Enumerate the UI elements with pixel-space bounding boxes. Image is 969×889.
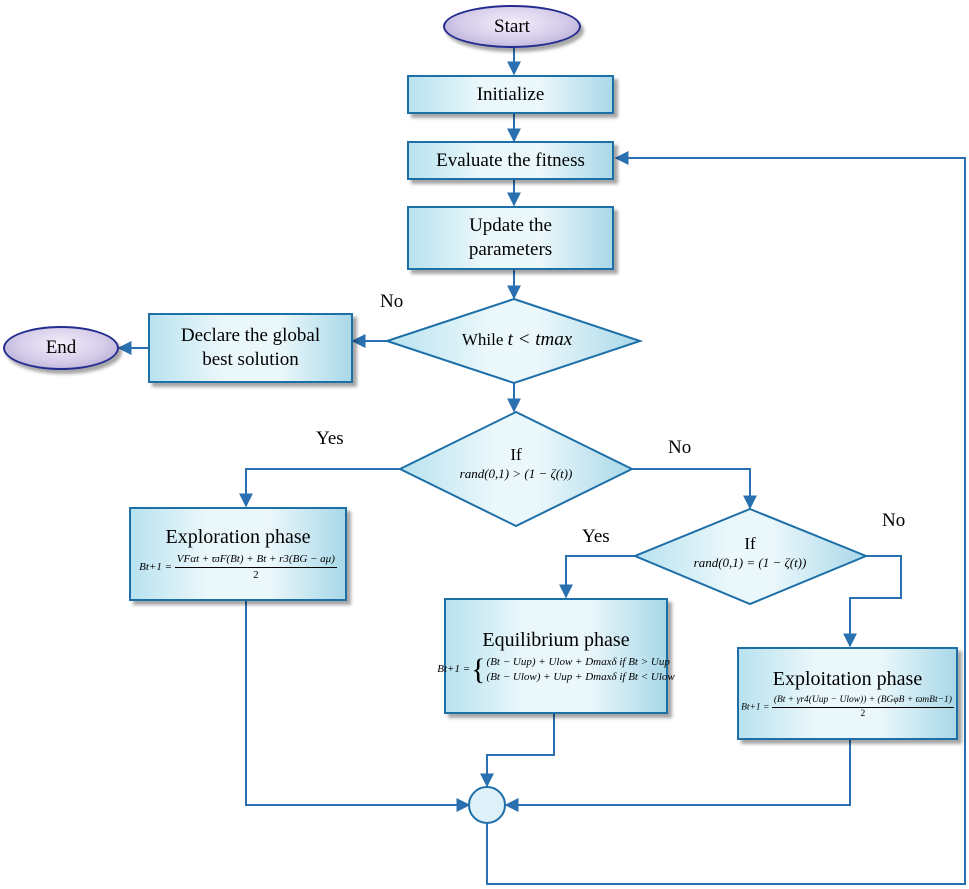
exploration-formula: Bt+1 = VFαt + ϖF(Bt) + Bt + r3(BG − aμ) …	[139, 552, 337, 583]
exploration-title: Exploration phase	[165, 526, 311, 549]
exploitation-numerator: (Bt + γr4(Uup − Ulow)) + (BGφB + ϖmBt−1)	[771, 694, 954, 708]
equilibrium-box: Equilibrium phase Bt+1 = { (Bt − Uup) + …	[437, 598, 675, 714]
arrow-if1-no-if2	[632, 468, 757, 510]
end-label: End	[45, 337, 77, 359]
if1-condition: rand(0,1) > (1 − ζ(t))	[459, 466, 573, 482]
exploration-denominator: 2	[253, 569, 259, 581]
arrow-if2-yes-equilibrium	[559, 555, 635, 599]
arrow-loop-back-evaluate	[486, 151, 966, 885]
exploration-numerator: VFαt + ϖF(Bt) + Bt + r3(BG − aμ)	[174, 552, 337, 568]
end-terminal: End	[3, 326, 119, 370]
exploration-lhs: Bt+1 =	[139, 561, 172, 574]
update-label-line1: Update the	[469, 215, 552, 237]
if2-word: If	[744, 534, 756, 553]
label-no-if2: No	[882, 510, 906, 531]
update-box: Update the parameters	[407, 206, 614, 270]
while-word: While	[461, 330, 504, 349]
label-no-while: No	[380, 291, 404, 312]
merge-connector	[468, 786, 506, 824]
if2-condition: rand(0,1) = (1 − ζ(t))	[693, 555, 807, 571]
equilibrium-formula: Bt+1 = { (Bt − Uup) + Ulow + Dmaxδ if Bt…	[437, 652, 675, 686]
exploitation-lhs: Bt+1 =	[741, 702, 770, 713]
exploitation-denominator: 2	[860, 708, 866, 719]
equilibrium-cases: (Bt − Uup) + Ulow + Dmaxδ if Bt > Uup (B…	[487, 655, 675, 685]
label-yes-if2: Yes	[582, 526, 610, 547]
equilibrium-brace: {	[471, 652, 486, 686]
exploration-fraction: VFαt + ϖF(Bt) + Bt + r3(BG − aμ) 2	[174, 552, 337, 583]
equilibrium-title: Equilibrium phase	[482, 628, 630, 651]
arrow-if2-no-exploitation	[843, 555, 902, 648]
arrow-exploitation-merge	[504, 740, 851, 812]
if1-word: If	[510, 445, 522, 464]
arrow-equilibrium-merge	[480, 714, 555, 788]
equilibrium-case-1: (Bt − Uup) + Ulow + Dmaxδ if Bt > Uup	[486, 655, 670, 668]
while-diamond	[383, 297, 644, 385]
while-text: While t < tmax	[437, 328, 597, 353]
if2-diamond	[632, 507, 869, 606]
start-terminal: Start	[443, 5, 581, 48]
if2-text: If rand(0,1) = (1 − ζ(t))	[670, 533, 830, 572]
label-no-if1: No	[668, 437, 692, 458]
initialize-label: Initialize	[476, 83, 545, 105]
label-yes-if1: Yes	[316, 428, 344, 449]
arrow-exploration-merge	[245, 601, 471, 812]
initialize-box: Initialize	[407, 75, 614, 114]
equilibrium-case-2: (Bt − Ulow) + Uup + Dmaxδ if Bt < Ulow	[486, 670, 675, 683]
exploitation-formula: Bt+1 = (Bt + γr4(Uup − Ulow)) + (BGφB + …	[741, 694, 954, 721]
evaluate-label: Evaluate the fitness	[436, 149, 585, 171]
if1-diamond	[397, 410, 635, 528]
exploitation-title: Exploitation phase	[772, 667, 923, 690]
declare-label-line2: best solution	[202, 349, 299, 370]
update-label-line2: parameters	[468, 239, 553, 260]
declare-box: Declare the global best solution	[148, 313, 353, 383]
arrow-if1-yes-exploration	[239, 468, 400, 508]
evaluate-box: Evaluate the fitness	[407, 141, 614, 180]
declare-label-line1: Declare the global	[180, 325, 321, 347]
start-label: Start	[494, 15, 530, 37]
exploitation-box: Exploitation phase Bt+1 = (Bt + γr4(Uup …	[737, 647, 958, 740]
if1-text: If rand(0,1) > (1 − ζ(t))	[436, 444, 596, 483]
while-condition: t < tmax	[507, 329, 573, 350]
exploration-box: Exploration phase Bt+1 = VFαt + ϖF(Bt) +…	[129, 507, 347, 601]
exploitation-fraction: (Bt + γr4(Uup − Ulow)) + (BGφB + ϖmBt−1)…	[771, 694, 954, 721]
equilibrium-lhs: Bt+1 =	[437, 663, 471, 676]
